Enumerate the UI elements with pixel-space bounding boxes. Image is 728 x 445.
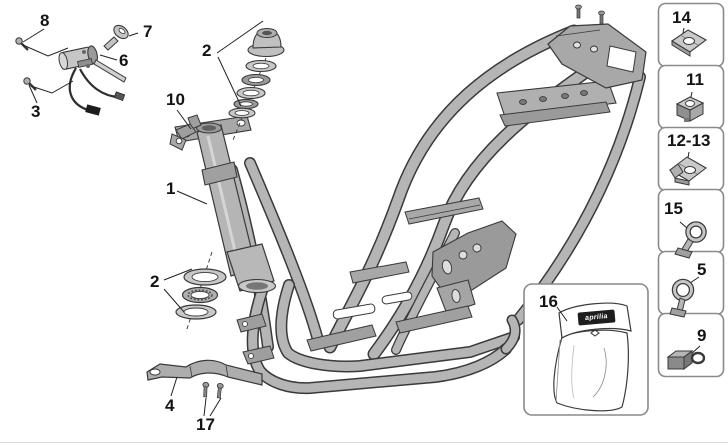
floor-bracket (146, 359, 263, 386)
pipe-clamp-icon (674, 221, 707, 259)
steering-bearing-stack-lower (175, 251, 227, 333)
steering-bearing-stack-upper (228, 28, 285, 141)
callout-4: 4 (165, 396, 175, 415)
speed-nut-icon (670, 27, 708, 57)
frame-mount-screws (575, 4, 605, 25)
ignition-switch (58, 45, 127, 116)
hose-clamp-icon (669, 276, 700, 318)
leader-lines (22, 20, 568, 417)
sidebar-label-15: 15 (664, 199, 683, 218)
sidebar-label-9: 9 (697, 326, 707, 345)
callout-7: 7 (143, 22, 153, 41)
callout-10: 10 (166, 90, 185, 109)
sidebar-label-11: 11 (686, 70, 704, 89)
sidebar-label-5: 5 (697, 260, 707, 279)
bracket-bolts (202, 382, 224, 399)
clip-nut-icon (669, 151, 707, 186)
callout-2-lower: 2 (150, 272, 160, 291)
page-bottom-edge (0, 442, 728, 443)
callout-16: 16 (539, 292, 558, 311)
callout-6: 6 (119, 51, 129, 70)
cable-guide-icon (666, 345, 706, 370)
callout-3: 3 (31, 102, 41, 121)
steering-column (174, 115, 277, 294)
callout-1: 1 (166, 179, 176, 198)
ignition-key (103, 24, 129, 51)
screw-8 (15, 37, 29, 51)
sidebar-label-12-13: 12-13 (667, 131, 711, 150)
callout-2-upper: 2 (202, 41, 212, 60)
frame-body (226, 23, 647, 395)
sidebar-boxes (657, 2, 725, 378)
callout-8: 8 (40, 11, 50, 30)
sidebar-label-14: 14 (672, 8, 691, 27)
callout-17: 17 (196, 415, 215, 434)
cage-nut-icon (675, 91, 705, 122)
cable-bracket (169, 114, 202, 151)
